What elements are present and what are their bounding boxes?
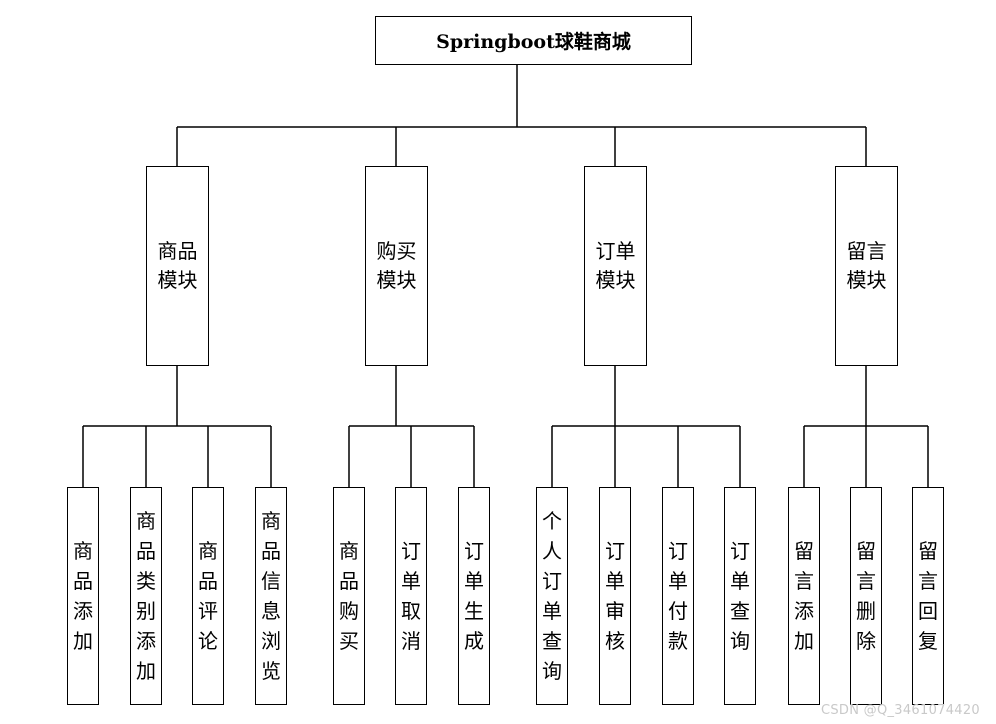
leaf-node: 留言回复 [912, 487, 944, 705]
leaf-label: 商品信息浏览 [261, 509, 281, 683]
leaf-node: 订单审核 [599, 487, 631, 705]
leaf-node: 留言添加 [788, 487, 820, 705]
leaf-label: 商品购买 [339, 539, 359, 653]
leaf-node: 订单取消 [395, 487, 427, 705]
module-node-goods: 商品模块 [146, 166, 209, 366]
module-node-message: 留言模块 [835, 166, 898, 366]
module-label: 留言模块 [846, 239, 887, 292]
leaf-label: 个人订单查询 [542, 509, 562, 683]
leaf-label: 订单生成 [464, 539, 484, 653]
leaf-label: 订单付款 [668, 539, 688, 653]
root-label: Springboot球鞋商城 [436, 31, 631, 53]
module-label: 购买模块 [376, 239, 417, 292]
leaf-node: 订单查询 [724, 487, 756, 705]
leaf-label: 商品类别添加 [136, 509, 156, 683]
leaf-node: 订单生成 [458, 487, 490, 705]
leaf-node: 订单付款 [662, 487, 694, 705]
leaf-node: 商品信息浏览 [255, 487, 287, 705]
leaf-node: 商品添加 [67, 487, 99, 705]
root-node: Springboot球鞋商城 [375, 16, 692, 65]
leaf-label: 留言回复 [918, 539, 938, 653]
leaf-node: 商品类别添加 [130, 487, 162, 705]
leaf-node: 商品购买 [333, 487, 365, 705]
module-node-purchase: 购买模块 [365, 166, 428, 366]
watermark: CSDN @Q_3461074420 [820, 703, 980, 718]
leaf-label: 订单审核 [605, 539, 625, 653]
module-node-order: 订单模块 [584, 166, 647, 366]
leaf-label: 订单查询 [730, 539, 750, 653]
leaf-node: 留言删除 [850, 487, 882, 705]
module-label: 商品模块 [157, 239, 198, 292]
leaf-label: 商品评论 [198, 539, 218, 653]
leaf-label: 商品添加 [73, 539, 93, 653]
leaf-label: 订单取消 [401, 539, 421, 653]
leaf-node: 个人订单查询 [536, 487, 568, 705]
module-label: 订单模块 [595, 239, 636, 292]
leaf-label: 留言删除 [856, 539, 876, 653]
leaf-label: 留言添加 [794, 539, 814, 653]
leaf-node: 商品评论 [192, 487, 224, 705]
